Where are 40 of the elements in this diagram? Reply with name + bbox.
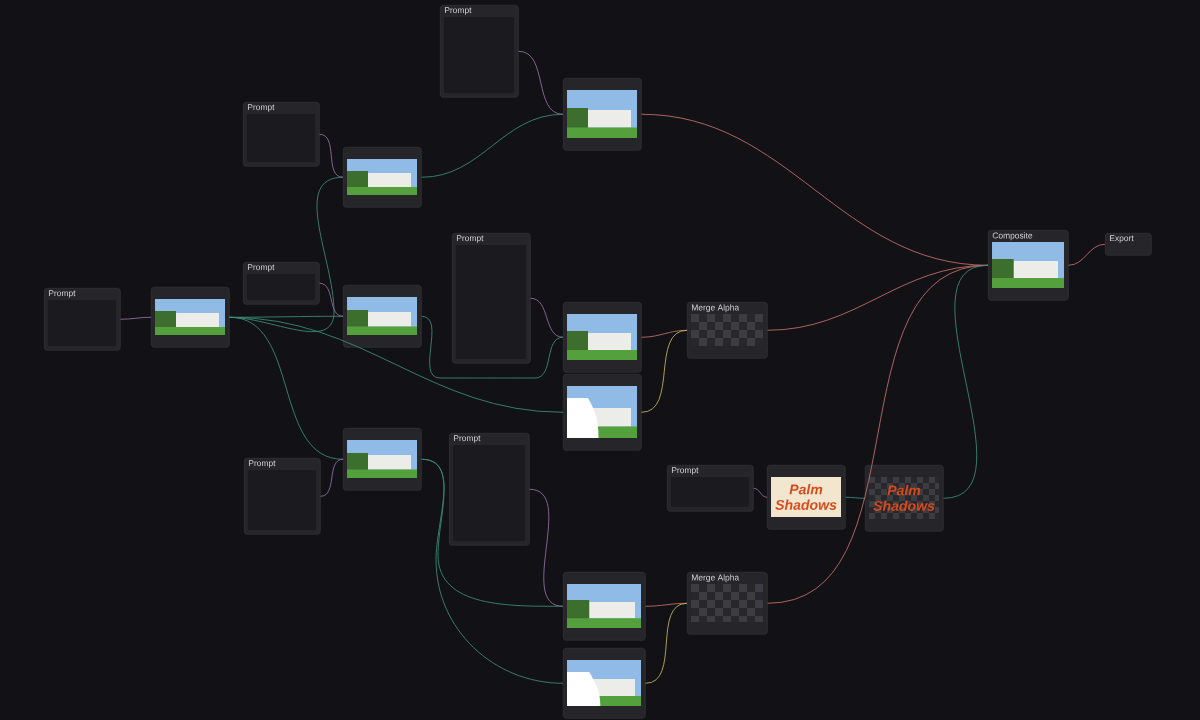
connector [319,133,344,178]
prompt-card: Prompt [244,458,321,535]
image-card [343,147,422,208]
prompt-card: Prompt [452,233,531,364]
image-card: Merge Alpha [687,572,768,635]
connector [845,496,866,499]
export-card: Export [1105,233,1152,256]
connector [229,316,564,413]
connector [120,316,152,320]
connector [645,602,688,684]
image-card: Palm Shadows [767,465,846,530]
prompt-card: Prompt [243,262,320,305]
image-card: Composite [988,230,1069,301]
image-card [563,78,642,151]
connector [421,458,564,684]
connector [641,329,688,413]
connector [943,264,989,499]
image-card [563,648,646,719]
connector [529,488,564,607]
image-card [563,374,642,451]
connector [319,282,344,317]
connector [753,487,768,498]
prompt-card: Prompt [440,5,519,98]
connector [421,315,564,379]
image-card [343,285,422,348]
image-card [151,287,230,348]
image-card [563,572,646,641]
prompt-card: Prompt [243,102,320,167]
image-card: Palm Shadows [865,465,944,532]
prompt-card: Prompt [44,288,121,351]
connector [320,458,344,497]
image-card: Merge Alpha [687,302,768,359]
image-card [563,302,642,373]
prompt-card: Prompt [667,465,754,512]
connector [421,113,564,178]
prompt-card: Prompt [449,433,530,546]
connector [518,50,564,115]
connector [1068,243,1106,266]
image-card [343,428,422,491]
connector [530,297,564,338]
